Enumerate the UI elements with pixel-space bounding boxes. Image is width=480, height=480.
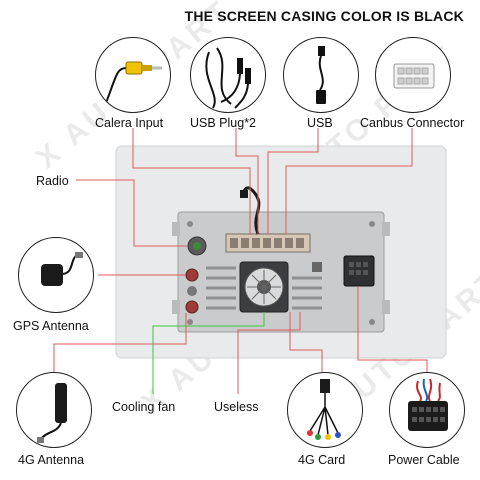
antenna-4g-icon — [37, 383, 67, 443]
card-4g-circle — [287, 372, 363, 448]
label-usb: USB — [307, 116, 333, 130]
label-camera-input: Calera Input — [95, 116, 164, 130]
label-useless: Useless — [214, 400, 259, 414]
label-4g-card: 4G Card — [298, 453, 346, 467]
page-title: THE SCREEN CASING COLOR IS BLACK — [184, 8, 464, 24]
canbus-circle — [375, 37, 451, 113]
label-power-cable: Power Cable — [388, 453, 460, 467]
power-cable-icon — [408, 378, 448, 431]
card-4g-cable-icon — [307, 379, 341, 440]
gps-port — [185, 268, 199, 282]
label-usb-plug: USB Plug*2 — [190, 116, 257, 130]
label-4g-antenna: 4G Antenna — [18, 453, 85, 467]
usb-cable-icon — [316, 46, 326, 104]
power-cable-circle — [389, 372, 465, 448]
rca-cable-icon — [103, 61, 162, 109]
gps-antenna-circle — [18, 237, 94, 313]
antenna-4g-port — [185, 300, 199, 314]
usb-plug-circle — [190, 37, 266, 113]
label-gps: GPS Antenna — [13, 319, 89, 333]
label-cooling-fan: Cooling fan — [112, 400, 176, 414]
label-radio: Radio — [36, 174, 69, 188]
antenna-4g-circle — [16, 372, 92, 448]
gps-antenna-icon — [41, 252, 83, 286]
camera-input-circle — [95, 37, 171, 113]
label-canbus: Canbus Connector — [360, 116, 465, 130]
canbus-connector-icon — [393, 63, 435, 89]
usb-plug-icon — [205, 47, 251, 109]
usb-circle — [283, 37, 359, 113]
